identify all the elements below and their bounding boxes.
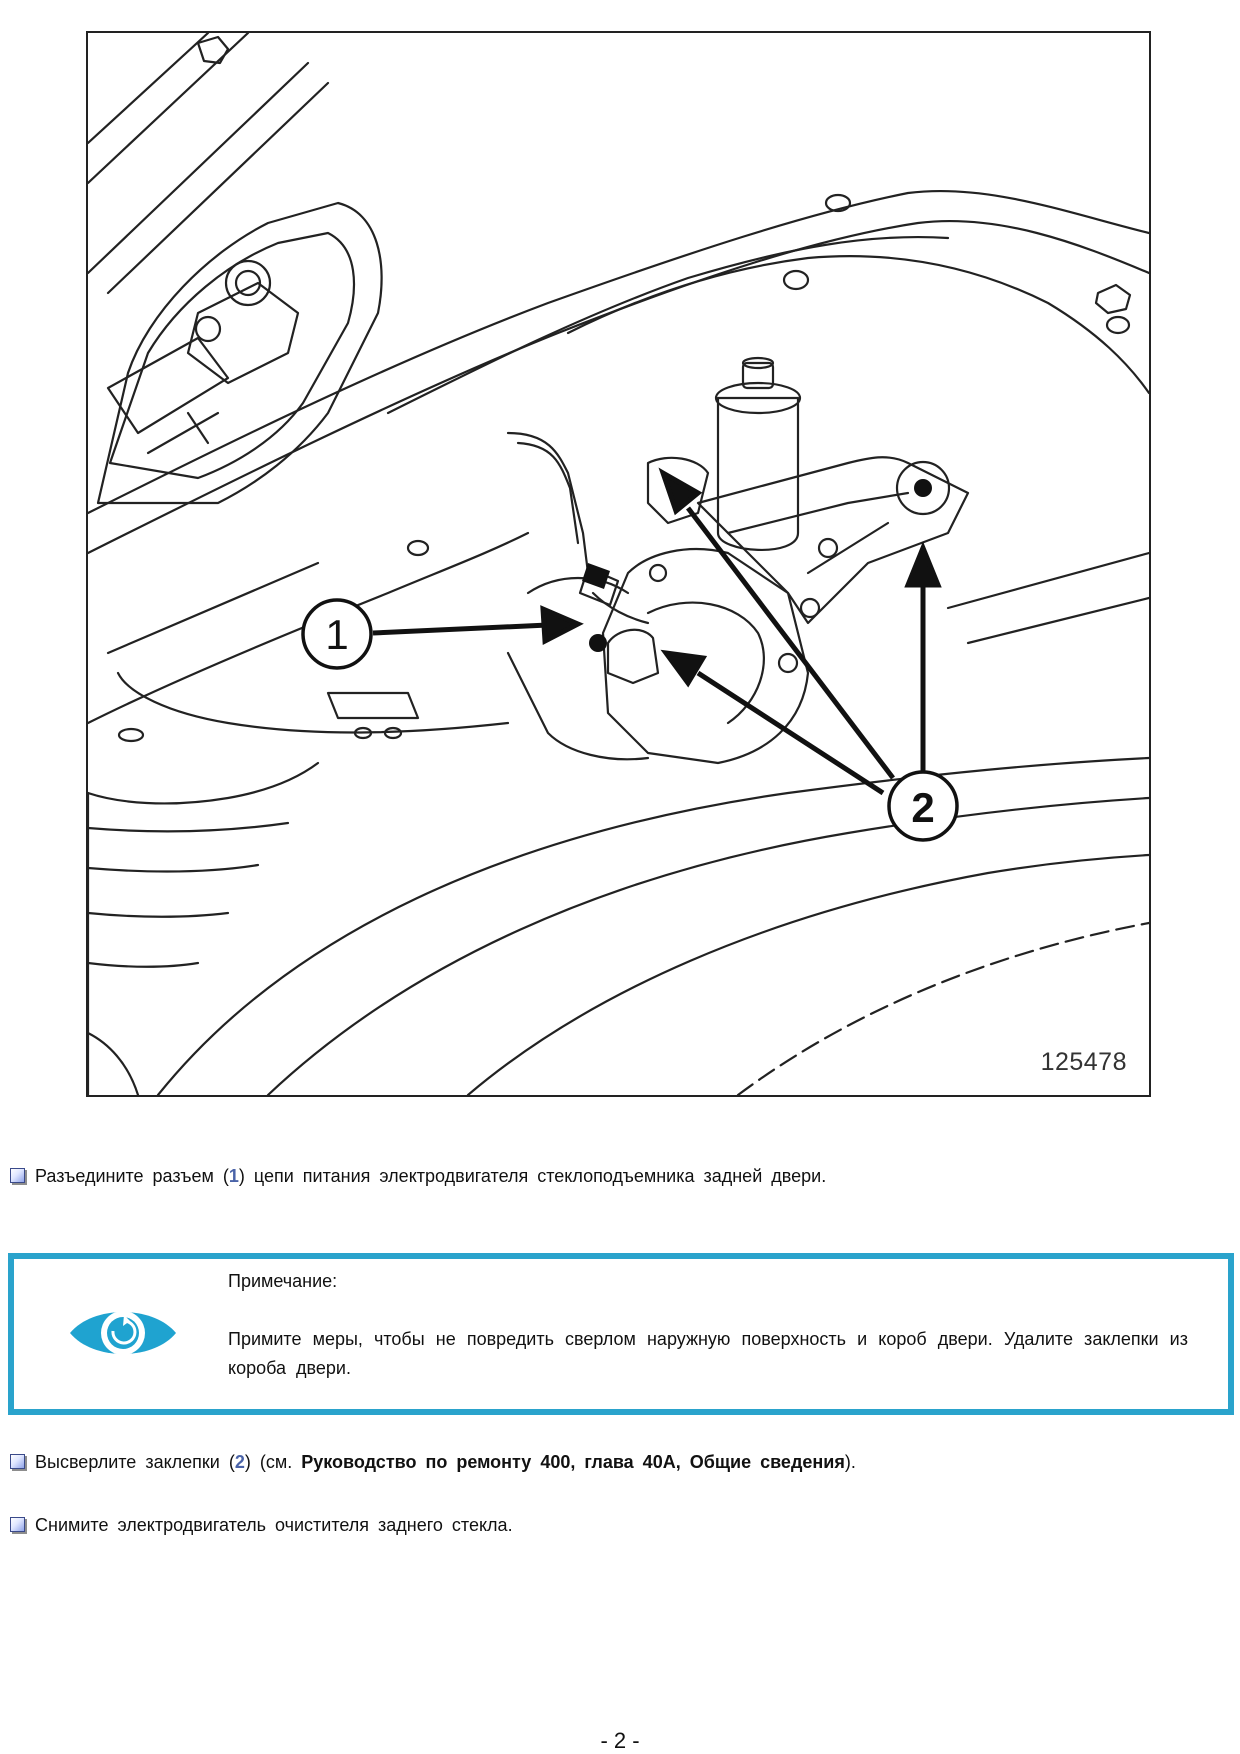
ref-1: 1 [228, 1166, 239, 1186]
page-number: - 2 - [600, 1728, 640, 1753]
note-body: Примите меры, чтобы не повредить сверлом… [228, 1329, 1188, 1378]
note-title: Примечание: [228, 1271, 338, 1291]
step-remove-motor: Снимите электродвигатель очистителя задн… [10, 1514, 513, 1536]
note-box: Примечание: Примите меры, чтобы не повре… [8, 1253, 1234, 1415]
technical-illustration: 1 2 125478 [86, 31, 1151, 1097]
callout-1-label: 1 [325, 611, 348, 658]
eye-icon [68, 1301, 178, 1370]
bullet-icon [10, 1517, 25, 1532]
step-disconnect: Разъедините разъем (1) цепи питания элек… [10, 1165, 826, 1187]
bullet-icon [10, 1168, 25, 1183]
figure-number: 125478 [1040, 1048, 1127, 1076]
ref-2: 2 [234, 1452, 245, 1472]
callout-2-label: 2 [911, 784, 934, 831]
step-drill-rivets: Высверлите заклепки (2) (см. Руководство… [10, 1451, 856, 1473]
wiper-motor-drawing: 1 2 [88, 33, 1149, 1095]
manual-reference: Руководство по ремонту 400, глава 40A, О… [301, 1452, 845, 1472]
bullet-icon [10, 1454, 25, 1469]
